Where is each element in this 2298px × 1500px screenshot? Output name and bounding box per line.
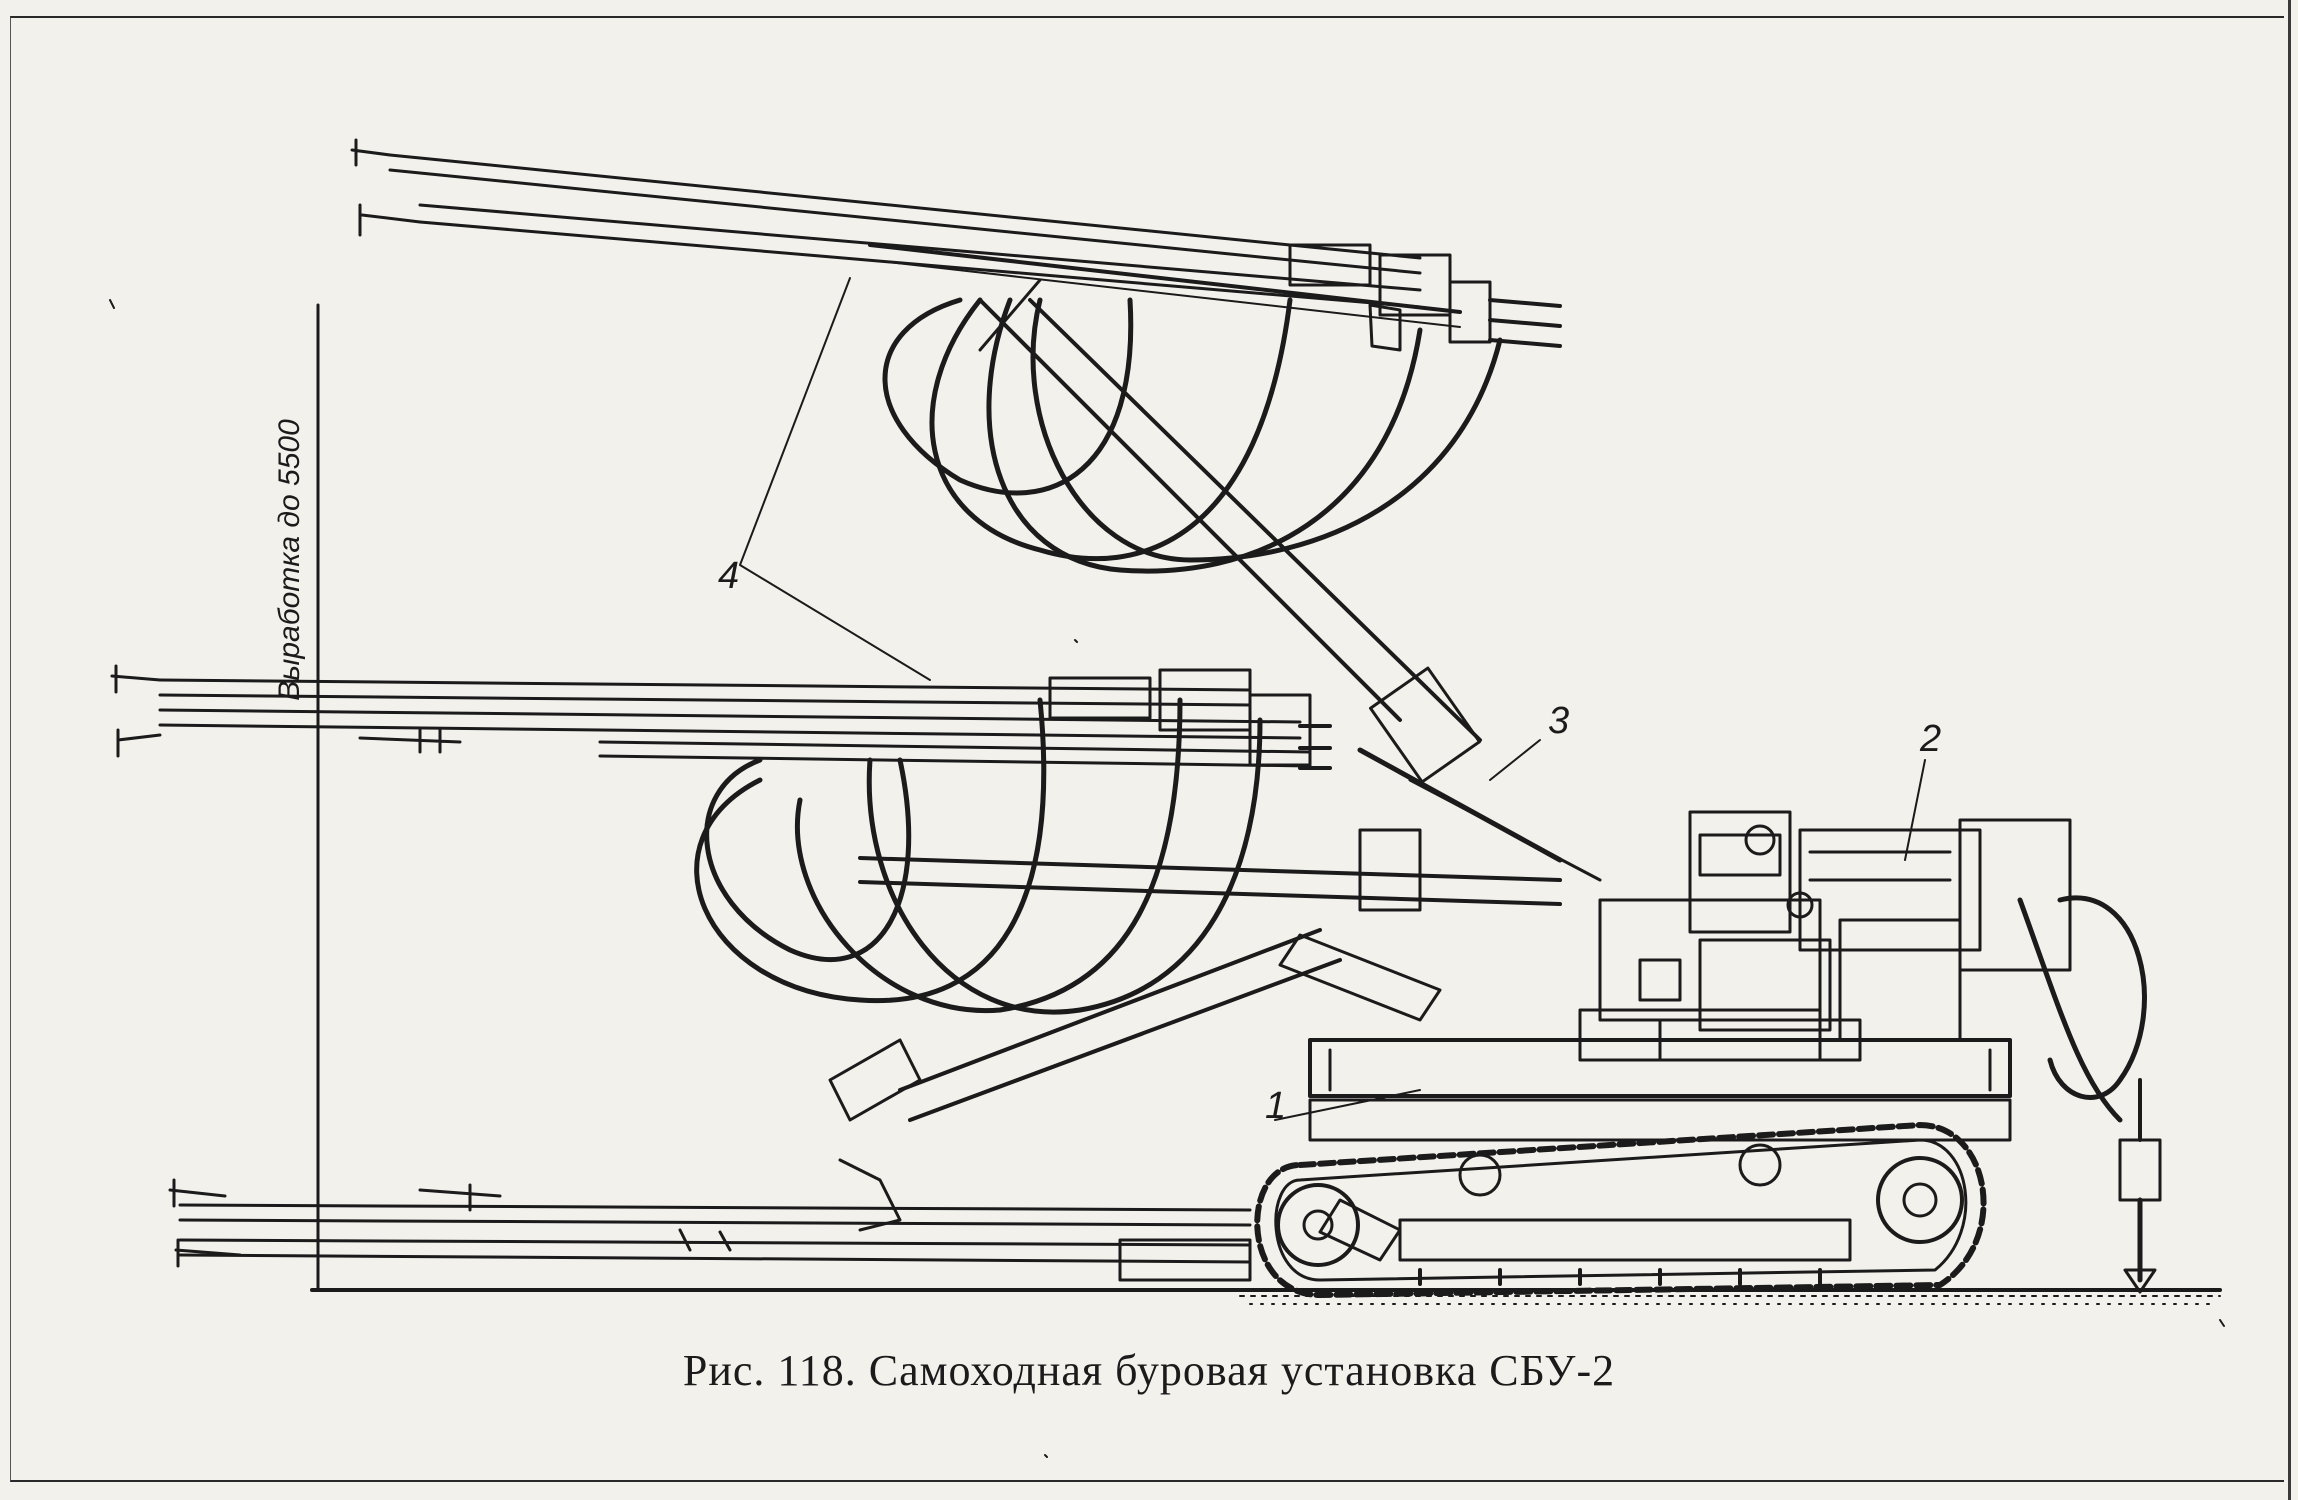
rear-hoses	[2017, 895, 2147, 1123]
machine-body	[1578, 810, 2072, 1062]
undercarriage-frame	[1308, 1038, 2012, 1142]
callout-2: 2	[1920, 718, 1942, 760]
upper-boom-hoses	[882, 297, 1503, 574]
middle-boom	[110, 664, 1332, 770]
upper-boom-support-arm	[978, 278, 1602, 882]
callout-3: 3	[1548, 700, 1570, 742]
page-edge	[2288, 0, 2291, 1500]
print-specks	[109, 299, 2225, 1458]
middle-boom-hoses	[694, 697, 1263, 1015]
callout-leaders	[739, 277, 1926, 1121]
rear-jack	[2118, 1078, 2162, 1294]
upper-boom	[350, 138, 1562, 352]
figure-caption: Рис. 118. Самоходная буровая установка С…	[682, 1346, 1616, 1395]
working-boundary-line	[316, 303, 702, 1292]
callout-4: 4	[718, 555, 740, 597]
callout-1: 1	[1265, 1085, 1287, 1127]
middle-boom-support	[828, 828, 1562, 1232]
ground-line	[310, 1288, 2222, 1305]
lower-boom	[168, 1178, 1252, 1282]
crawler-track	[1254, 1122, 1987, 1298]
dimension-label: Выработка до 5500	[273, 419, 306, 701]
page-frame	[10, 16, 2284, 1482]
